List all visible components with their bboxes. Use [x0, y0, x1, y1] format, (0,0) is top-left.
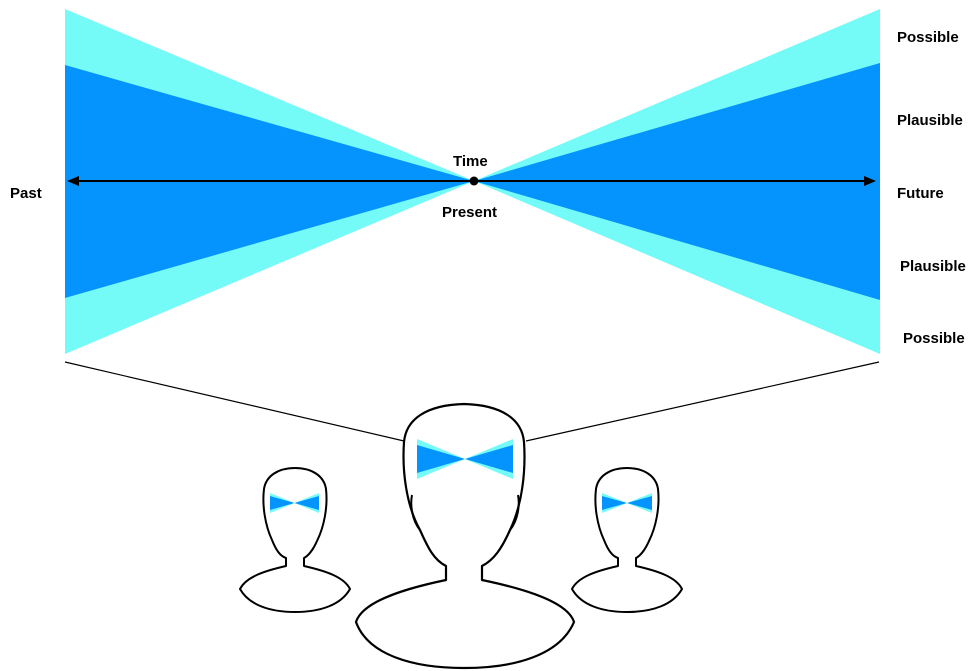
time-axis: [67, 176, 876, 186]
projection-line-left: [64, 361, 405, 442]
possible-top-label: Possible: [897, 29, 959, 46]
plausible-bottom-label: Plausible: [900, 258, 966, 275]
left-person-icon: [239, 467, 351, 613]
present-label: Present: [442, 204, 497, 221]
arrow-left-icon: [67, 176, 79, 186]
past-label: Past: [10, 185, 42, 202]
possible-bottom-label: Possible: [903, 330, 965, 347]
right-person-icon: [571, 467, 683, 613]
projection-line-right: [525, 361, 880, 442]
future-label: Future: [897, 185, 944, 202]
arrow-right-icon: [864, 176, 876, 186]
present-point: [469, 176, 479, 186]
plausible-top-label: Plausible: [897, 112, 963, 129]
center-person-icon: [354, 402, 576, 670]
time-label: Time: [453, 153, 488, 170]
